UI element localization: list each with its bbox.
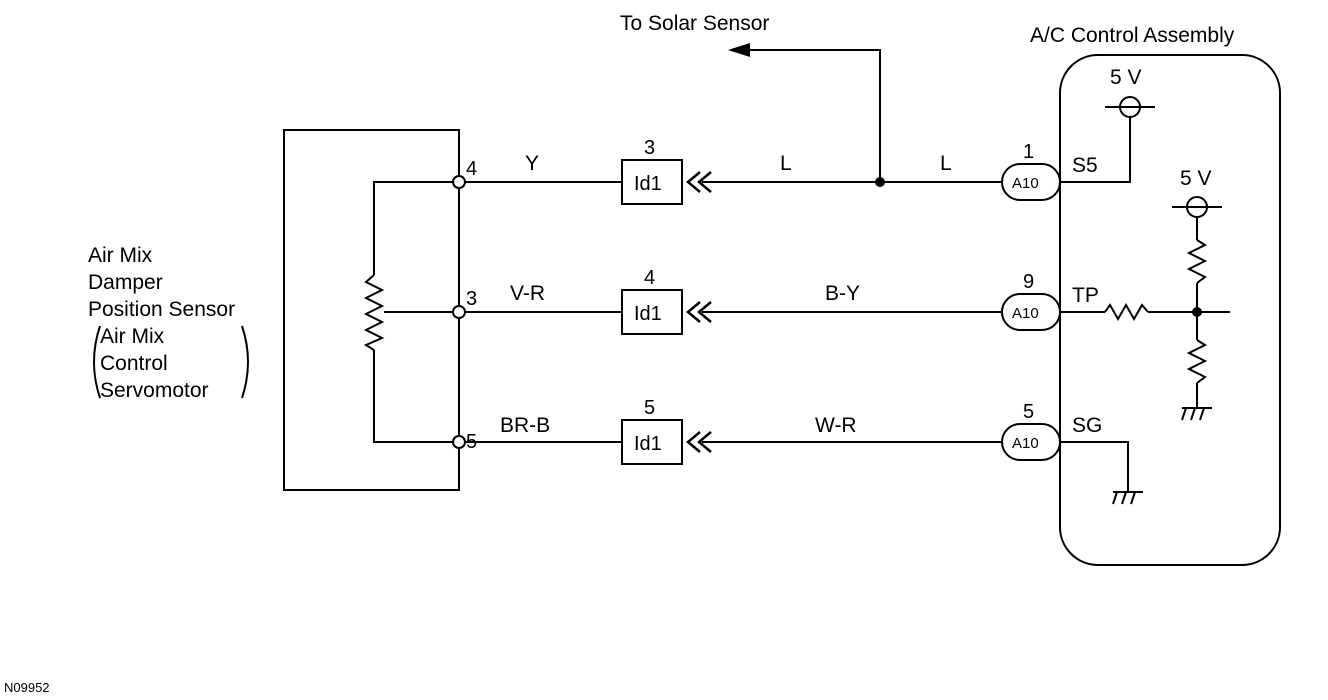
id1-connector-label: Id1 xyxy=(634,433,662,455)
id1-pin-number: 5 xyxy=(644,397,655,419)
sensor-sub-line3: Servomotor xyxy=(100,379,209,402)
a10-connector-label: A10 xyxy=(1012,305,1039,322)
ground-symbol-tp xyxy=(1181,407,1212,421)
sensor-sub-line1: Air Mix xyxy=(100,325,165,348)
sensor-terminal-3 xyxy=(452,305,466,319)
connector-chevron xyxy=(697,301,712,323)
solar-sensor-arrowhead xyxy=(728,43,750,57)
wire-color-label: V-R xyxy=(510,282,545,305)
a10-connector-label: A10 xyxy=(1012,175,1039,192)
pulldown-resistor xyxy=(1186,339,1208,384)
terminal-sg-label: SG xyxy=(1072,414,1102,437)
id1-connector-box xyxy=(621,159,683,205)
wire-color-label: L xyxy=(780,152,792,175)
left-bracket xyxy=(93,325,101,399)
ac-control-title: A/C Control Assembly xyxy=(1030,24,1235,47)
sensor-name-line2: Damper xyxy=(88,271,163,294)
pullup-resistor xyxy=(1186,239,1208,284)
supply-voltage-label: 5 V xyxy=(1110,66,1142,89)
sensor-internal-wire-bottom xyxy=(373,350,459,443)
id1-connector-label: Id1 xyxy=(634,303,662,325)
sensor-internal-wire xyxy=(373,181,459,275)
a10-pin-number: 9 xyxy=(1023,271,1034,293)
connector-chevron xyxy=(686,301,701,323)
id1-pin-number: 4 xyxy=(644,267,655,289)
sensor-pin-label: 3 xyxy=(466,288,477,310)
a10-pin-number: 1 xyxy=(1023,141,1034,163)
wire-color-label: L xyxy=(940,152,952,175)
terminal-s5-label: S5 xyxy=(1072,154,1098,177)
a10-connector-label: A10 xyxy=(1012,435,1039,452)
id1-connector-box xyxy=(621,419,683,465)
connector-chevron xyxy=(686,431,701,453)
wire-color-label: W-R xyxy=(815,414,857,437)
potentiometer-resistor xyxy=(363,274,385,351)
id1-connector-label: Id1 xyxy=(634,173,662,195)
tp-series-resistor xyxy=(1104,302,1149,322)
solar-sensor-wire xyxy=(745,49,881,182)
sg-ground-wire xyxy=(1060,441,1129,492)
connector-chevron xyxy=(686,171,701,193)
sensor-sub-line2: Control xyxy=(100,352,168,375)
connector-chevron xyxy=(697,171,712,193)
sensor-name-line3: Position Sensor xyxy=(88,298,235,321)
sensor-box xyxy=(283,129,460,491)
sensor-name-line1: Air Mix xyxy=(88,244,153,267)
right-bracket xyxy=(241,325,249,399)
sensor-terminal-5 xyxy=(452,435,466,449)
figure-code: N09952 xyxy=(4,680,50,695)
a10-pin-number: 5 xyxy=(1023,401,1034,423)
ac-control-box xyxy=(1059,54,1281,566)
sensor-pin-label: 4 xyxy=(466,158,477,180)
connector-chevron xyxy=(697,431,712,453)
supply-voltage-label: 5 V xyxy=(1180,167,1212,190)
s5-supply-wire xyxy=(1060,117,1131,183)
sensor-terminal-4 xyxy=(452,175,466,189)
solar-sensor-label: To Solar Sensor xyxy=(620,12,769,35)
terminal-tp-label: TP xyxy=(1072,284,1099,307)
ground-symbol-sg xyxy=(1112,491,1143,505)
id1-connector-box xyxy=(621,289,683,335)
wire-color-label: BR-B xyxy=(500,414,550,437)
wire-color-label: B-Y xyxy=(825,282,860,305)
wire-color-label: Y xyxy=(525,152,539,175)
id1-pin-number: 3 xyxy=(644,137,655,159)
